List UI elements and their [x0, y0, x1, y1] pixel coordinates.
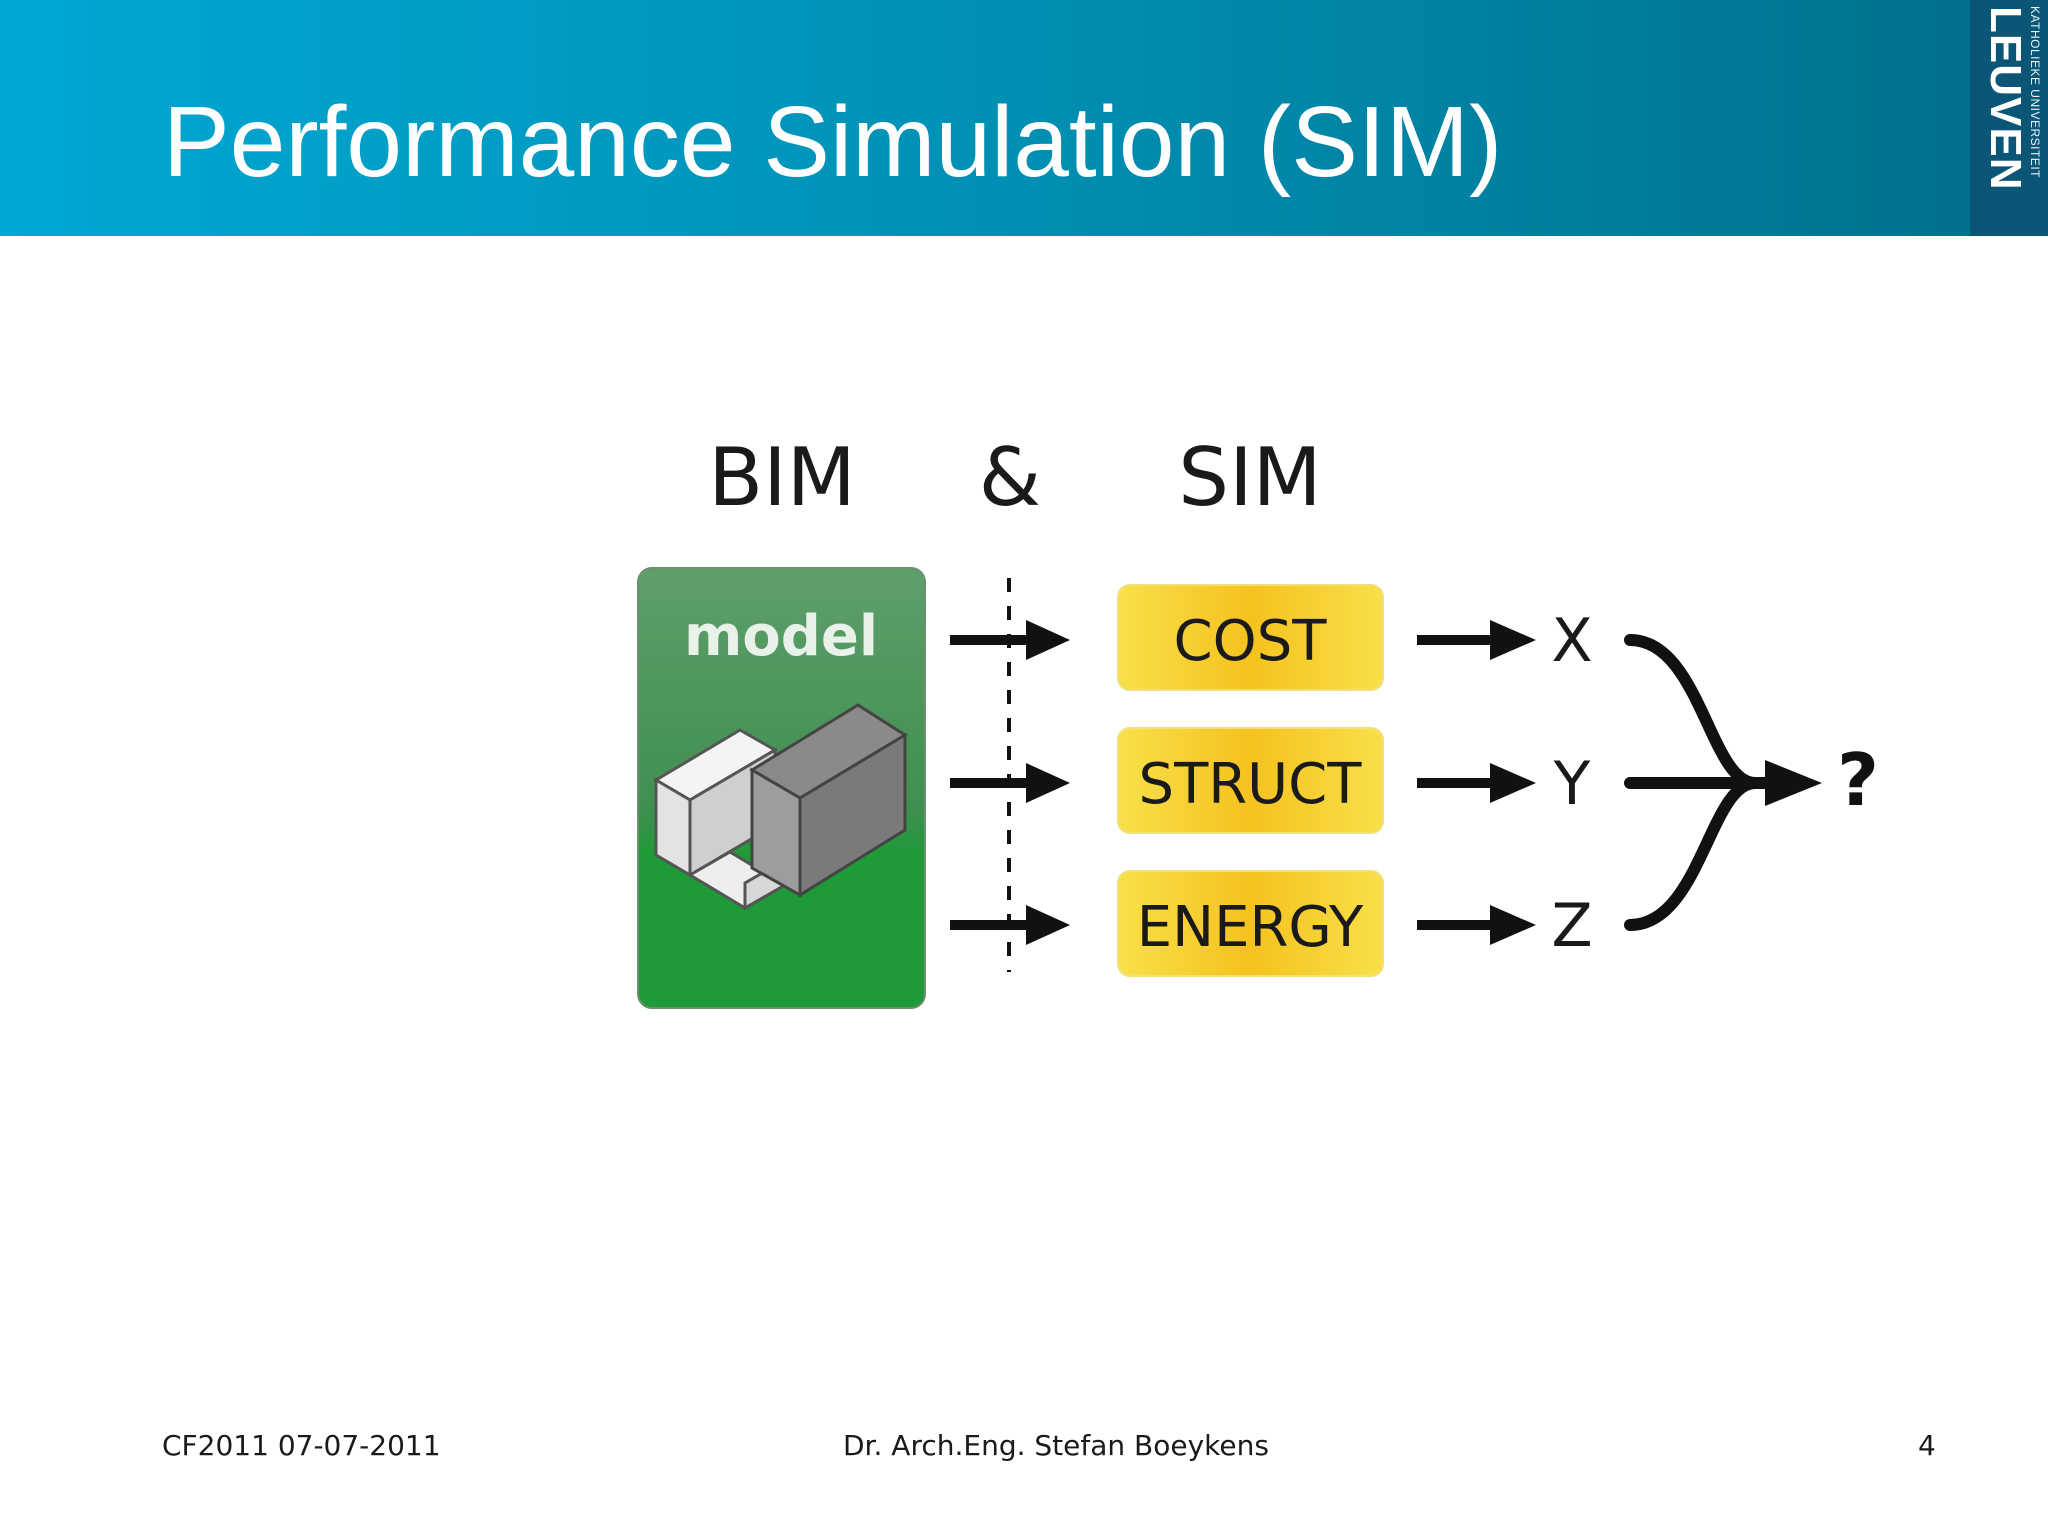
input-arrows — [950, 620, 1070, 945]
page-number: 4 — [1918, 1429, 1936, 1462]
output-label-x: X — [1551, 606, 1592, 676]
sim-box-energy: ENERGY — [1117, 870, 1384, 977]
bim-heading: BIM — [708, 431, 856, 524]
output-label-y: Y — [1553, 749, 1591, 819]
combine-brace — [1624, 634, 1766, 931]
output-arrows — [1417, 620, 1536, 945]
building-icon — [653, 703, 908, 911]
sim-label-struct: STRUCT — [1139, 752, 1363, 817]
output-label-z: Z — [1551, 891, 1592, 961]
sim-label-energy: ENERGY — [1137, 895, 1364, 960]
ampersand-heading: & — [979, 431, 1041, 524]
model-label: model — [684, 604, 878, 669]
model-card: model — [637, 567, 926, 1009]
university-logo: KATHOLIEKE UNIVERSITEIT LEUVEN — [1970, 0, 2048, 236]
slide-title: Performance Simulation (SIM) — [163, 86, 1503, 198]
slide-header: Performance Simulation (SIM) KATHOLIEKE … — [0, 0, 2048, 236]
result-question-mark: ? — [1837, 738, 1879, 822]
footer-author: Dr. Arch.Eng. Stefan Boeykens — [843, 1429, 1269, 1462]
sim-label-cost: COST — [1174, 609, 1328, 674]
sim-heading: SIM — [1178, 431, 1321, 524]
sim-box-struct: STRUCT — [1117, 727, 1384, 834]
result-arrow — [1750, 760, 1822, 806]
sim-box-cost: COST — [1117, 584, 1384, 691]
footer-date: CF2011 07-07-2011 — [162, 1429, 441, 1462]
